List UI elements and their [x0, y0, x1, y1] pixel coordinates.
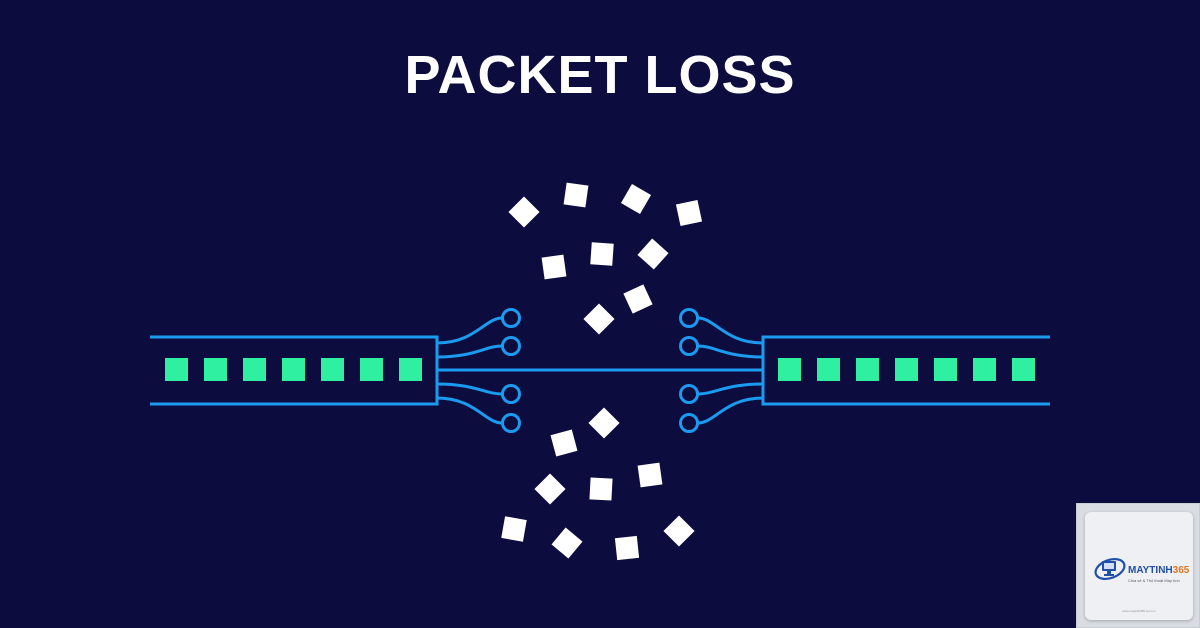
fiber-terminal: [501, 384, 521, 404]
lost-packet: [637, 238, 669, 270]
fiber-strand: [697, 344, 764, 359]
data-packet: [360, 358, 383, 381]
fiber-strand: [436, 316, 503, 345]
lost-packet: [620, 183, 652, 215]
data-packet: [895, 358, 918, 381]
data-packet: [204, 358, 227, 381]
lost-packet: [589, 477, 613, 501]
watermark-tagline: Chia sẻ & Thủ thuật Máy tính: [1128, 578, 1180, 583]
computer-globe-icon: [1094, 558, 1126, 580]
lost-packet: [534, 473, 566, 505]
lost-packet: [508, 196, 540, 228]
data-packet: [399, 358, 422, 381]
watermark-url: www.maytinh365.com.vn: [1122, 609, 1156, 613]
fiber-terminal: [679, 413, 699, 433]
data-packet: [934, 358, 957, 381]
watermark-card: MAYTINH365 Chia sẻ & Thủ thuật Máy tính …: [1085, 512, 1193, 620]
lost-packets: [501, 182, 703, 561]
lost-packet: [590, 242, 614, 266]
lost-packet: [588, 407, 620, 439]
data-packet: [973, 358, 996, 381]
fiber-strand: [697, 382, 764, 396]
lost-packet: [541, 254, 567, 280]
lost-packet: [563, 182, 589, 208]
fiber-terminal: [501, 413, 521, 433]
right-cable: [679, 308, 1050, 433]
data-packet: [165, 358, 188, 381]
fiber-strand: [697, 396, 764, 425]
data-packet: [321, 358, 344, 381]
data-packet: [282, 358, 305, 381]
lost-packet: [583, 303, 615, 335]
fiber-strand: [697, 316, 764, 345]
watermark-brand: MAYTINH365: [1128, 565, 1190, 576]
data-packet: [778, 358, 801, 381]
data-packet: [856, 358, 879, 381]
fiber-terminal: [679, 336, 699, 356]
data-packet: [1012, 358, 1035, 381]
lost-packet: [551, 527, 583, 559]
left-cable: [150, 308, 521, 433]
lost-packet: [637, 462, 663, 488]
lost-packet: [501, 516, 527, 542]
fiber-strand: [436, 382, 503, 396]
data-packet: [243, 358, 266, 381]
fiber-terminal: [501, 308, 521, 328]
lost-packet: [623, 284, 653, 314]
fiber-terminal: [501, 336, 521, 356]
lost-packet: [550, 429, 578, 457]
lost-packet: [663, 515, 695, 547]
data-packet: [817, 358, 840, 381]
fiber-strand: [436, 396, 503, 425]
lost-packet: [614, 535, 640, 561]
fiber-terminal: [679, 384, 699, 404]
lost-packet: [675, 199, 703, 227]
watermark-logo: MAYTINH365 Chia sẻ & Thủ thuật Máy tính …: [1076, 503, 1200, 628]
fiber-strand: [436, 344, 503, 359]
page-title: PACKET LOSS: [404, 45, 796, 105]
fiber-terminal: [679, 308, 699, 328]
